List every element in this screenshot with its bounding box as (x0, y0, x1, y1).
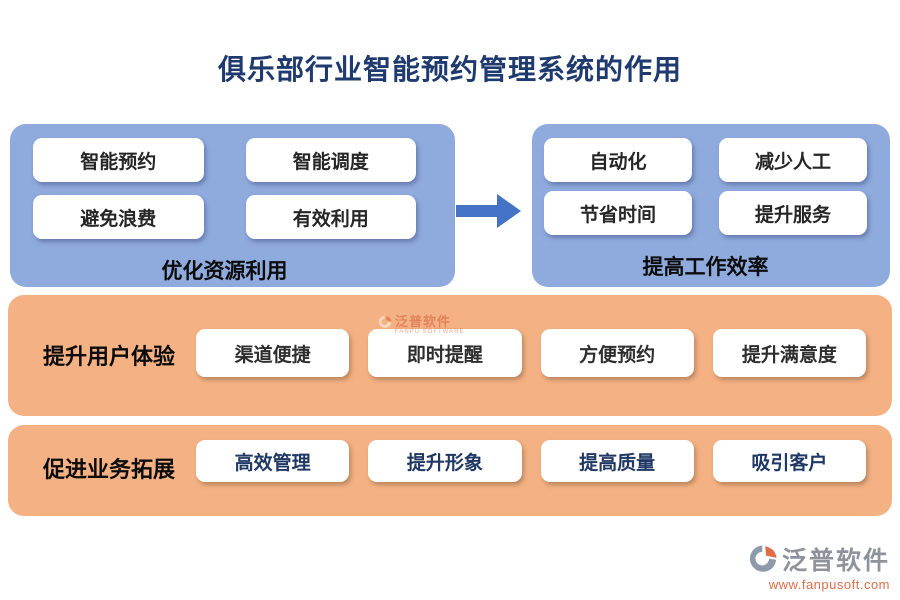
pill-instant-reminders: 即时提醒 (368, 329, 522, 377)
pill-improve-service: 提升服务 (719, 191, 867, 235)
fanpu-logo-icon (749, 545, 777, 572)
footer-brand-url: www.fanpusoft.com (768, 577, 890, 592)
pill-enhance-image: 提升形象 (368, 440, 522, 482)
pill-effective-use: 有效利用 (245, 195, 416, 239)
pill-reduce-labor: 减少人工 (719, 138, 867, 182)
arrow-right-icon (456, 194, 521, 228)
panel-label-optimize-resources: 优化资源利用 (161, 260, 288, 283)
fanpu-logo-icon (378, 315, 392, 328)
row-label-user-experience: 提升用户体验 (43, 344, 176, 369)
pill-improve-satisfaction: 提升满意度 (712, 329, 866, 377)
row-user-experience: 提升用户体验 渠道便捷 即时提醒 方便预约 提升满意度 泛普软件 FANPU S… (8, 295, 892, 416)
row-business-expansion: 促进业务拓展 高效管理 提升形象 提高质量 吸引客户 (8, 425, 892, 516)
watermark-brand-name: 泛普软件 (395, 314, 452, 329)
footer-brand: 泛普软件 www.fanpusoft.com (748, 541, 890, 592)
page-title: 俱乐部行业智能预约管理系统的作用 (217, 54, 682, 85)
pill-smart-dispatch: 智能调度 (245, 138, 416, 182)
pill-easy-booking: 方便预约 (540, 329, 694, 377)
panel-optimize-resources: 智能预约 智能调度 避免浪费 有效利用 优化资源利用 (10, 124, 455, 287)
pill-avoid-waste: 避免浪费 (33, 195, 204, 239)
panel-work-efficiency: 自动化 减少人工 节省时间 提升服务 提高工作效率 (532, 124, 890, 287)
pill-convenient-channels: 渠道便捷 (196, 329, 350, 377)
pill-efficient-management: 高效管理 (196, 440, 350, 482)
pill-smart-booking: 智能预约 (33, 138, 204, 182)
pill-improve-quality: 提高质量 (540, 440, 694, 482)
pill-save-time: 节省时间 (544, 191, 692, 235)
footer-brand-name: 泛普软件 (781, 547, 890, 575)
pill-attract-customers: 吸引客户 (712, 440, 866, 482)
pill-automation: 自动化 (544, 138, 692, 182)
panel-label-work-efficiency: 提高工作效率 (642, 256, 769, 279)
row-label-business-expansion: 促进业务拓展 (43, 457, 176, 482)
